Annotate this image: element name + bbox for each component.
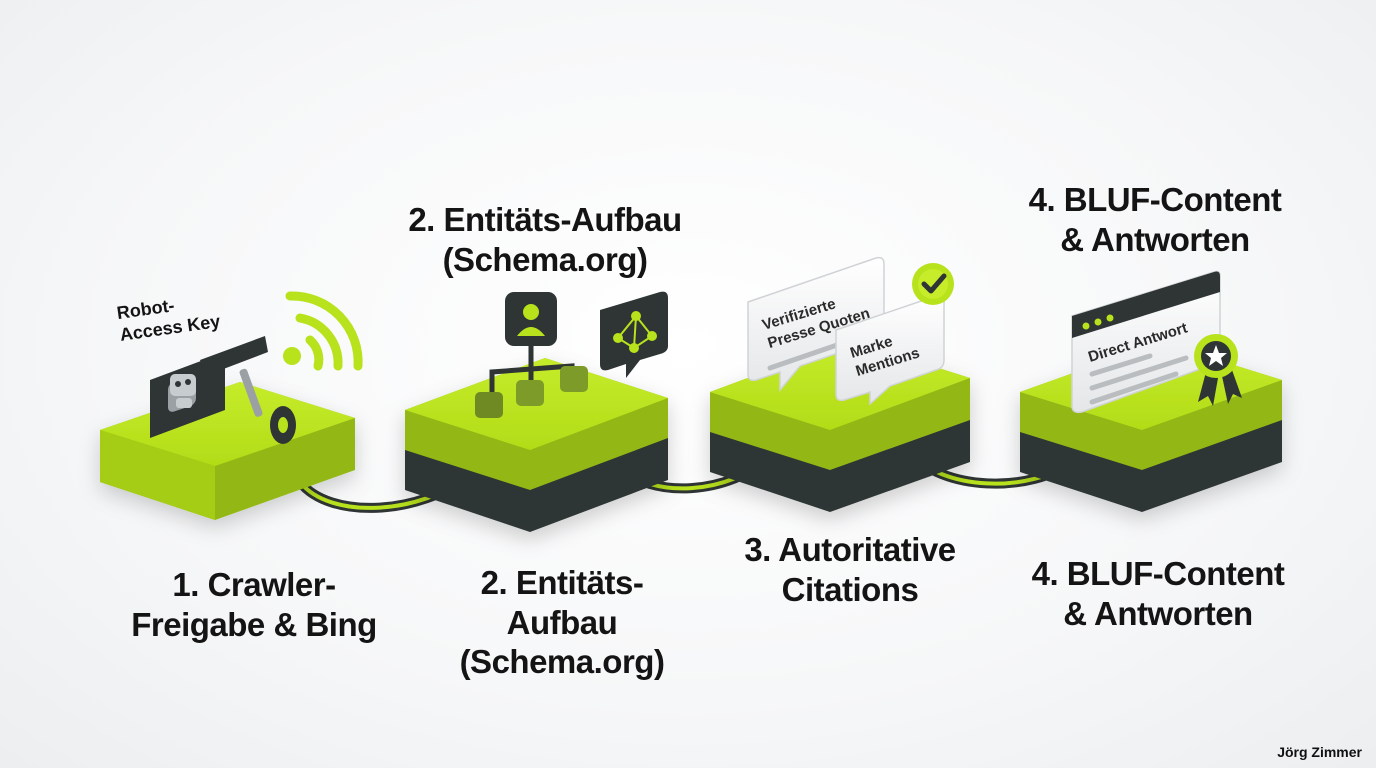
step-4-bottom-line-1: 4. BLUF-Content [1031,555,1285,592]
step-2-top-label: 2. Entitäts-Aufbau (Schema.org) [380,200,710,279]
step-4-top-line-1: 4. BLUF-Content [1028,181,1282,218]
wifi-signal-icon [283,291,363,371]
step-3-bottom-line-1: 3. Autoritative [744,531,956,568]
browser-window-icon: Direct Antwort [1071,270,1221,414]
step-1-bottom-line-2: Freigabe & Bing [131,605,377,643]
step-4-top-label: 4. BLUF-Content & Antworten [1000,180,1310,259]
step-4-bottom-line-2: & Antworten [1063,594,1253,632]
step-2-top-line-2: (Schema.org) [442,240,648,278]
step-4-bottom-label: 4. BLUF-Content & Antworten [1003,554,1313,633]
org-chart-icon [475,292,588,418]
step-2-bottom-line-1: 2. Entitäts- [480,564,644,601]
verified-check-badge-icon [912,263,954,305]
network-bubble-icon [600,291,668,378]
step-3-bottom-line-2: Citations [781,570,919,608]
step-2-bottom-line-3: (Schema.org) [459,643,665,681]
step-1-bottom-line-1: 1. Crawler- [172,566,336,603]
robot-face-icon [170,374,196,408]
key-icon [200,336,296,444]
step-3-bottom-label: 3. Autoritative Citations [700,530,1000,609]
award-ribbon-icon [1194,334,1242,406]
step-2-bottom-label: 2. Entitäts- Aufbau (Schema.org) [412,563,712,682]
step-2-bottom-line-2: Aufbau [506,603,618,641]
step-1-bottom-label: 1. Crawler- Freigabe & Bing [104,565,404,644]
step-2-top-line-1: 2. Entitäts-Aufbau [408,201,682,238]
step-4-top-line-2: & Antworten [1060,220,1250,258]
author-credit: Jörg Zimmer [1277,744,1362,760]
mentions-speech-bubble: Marke Mentions [835,294,945,406]
